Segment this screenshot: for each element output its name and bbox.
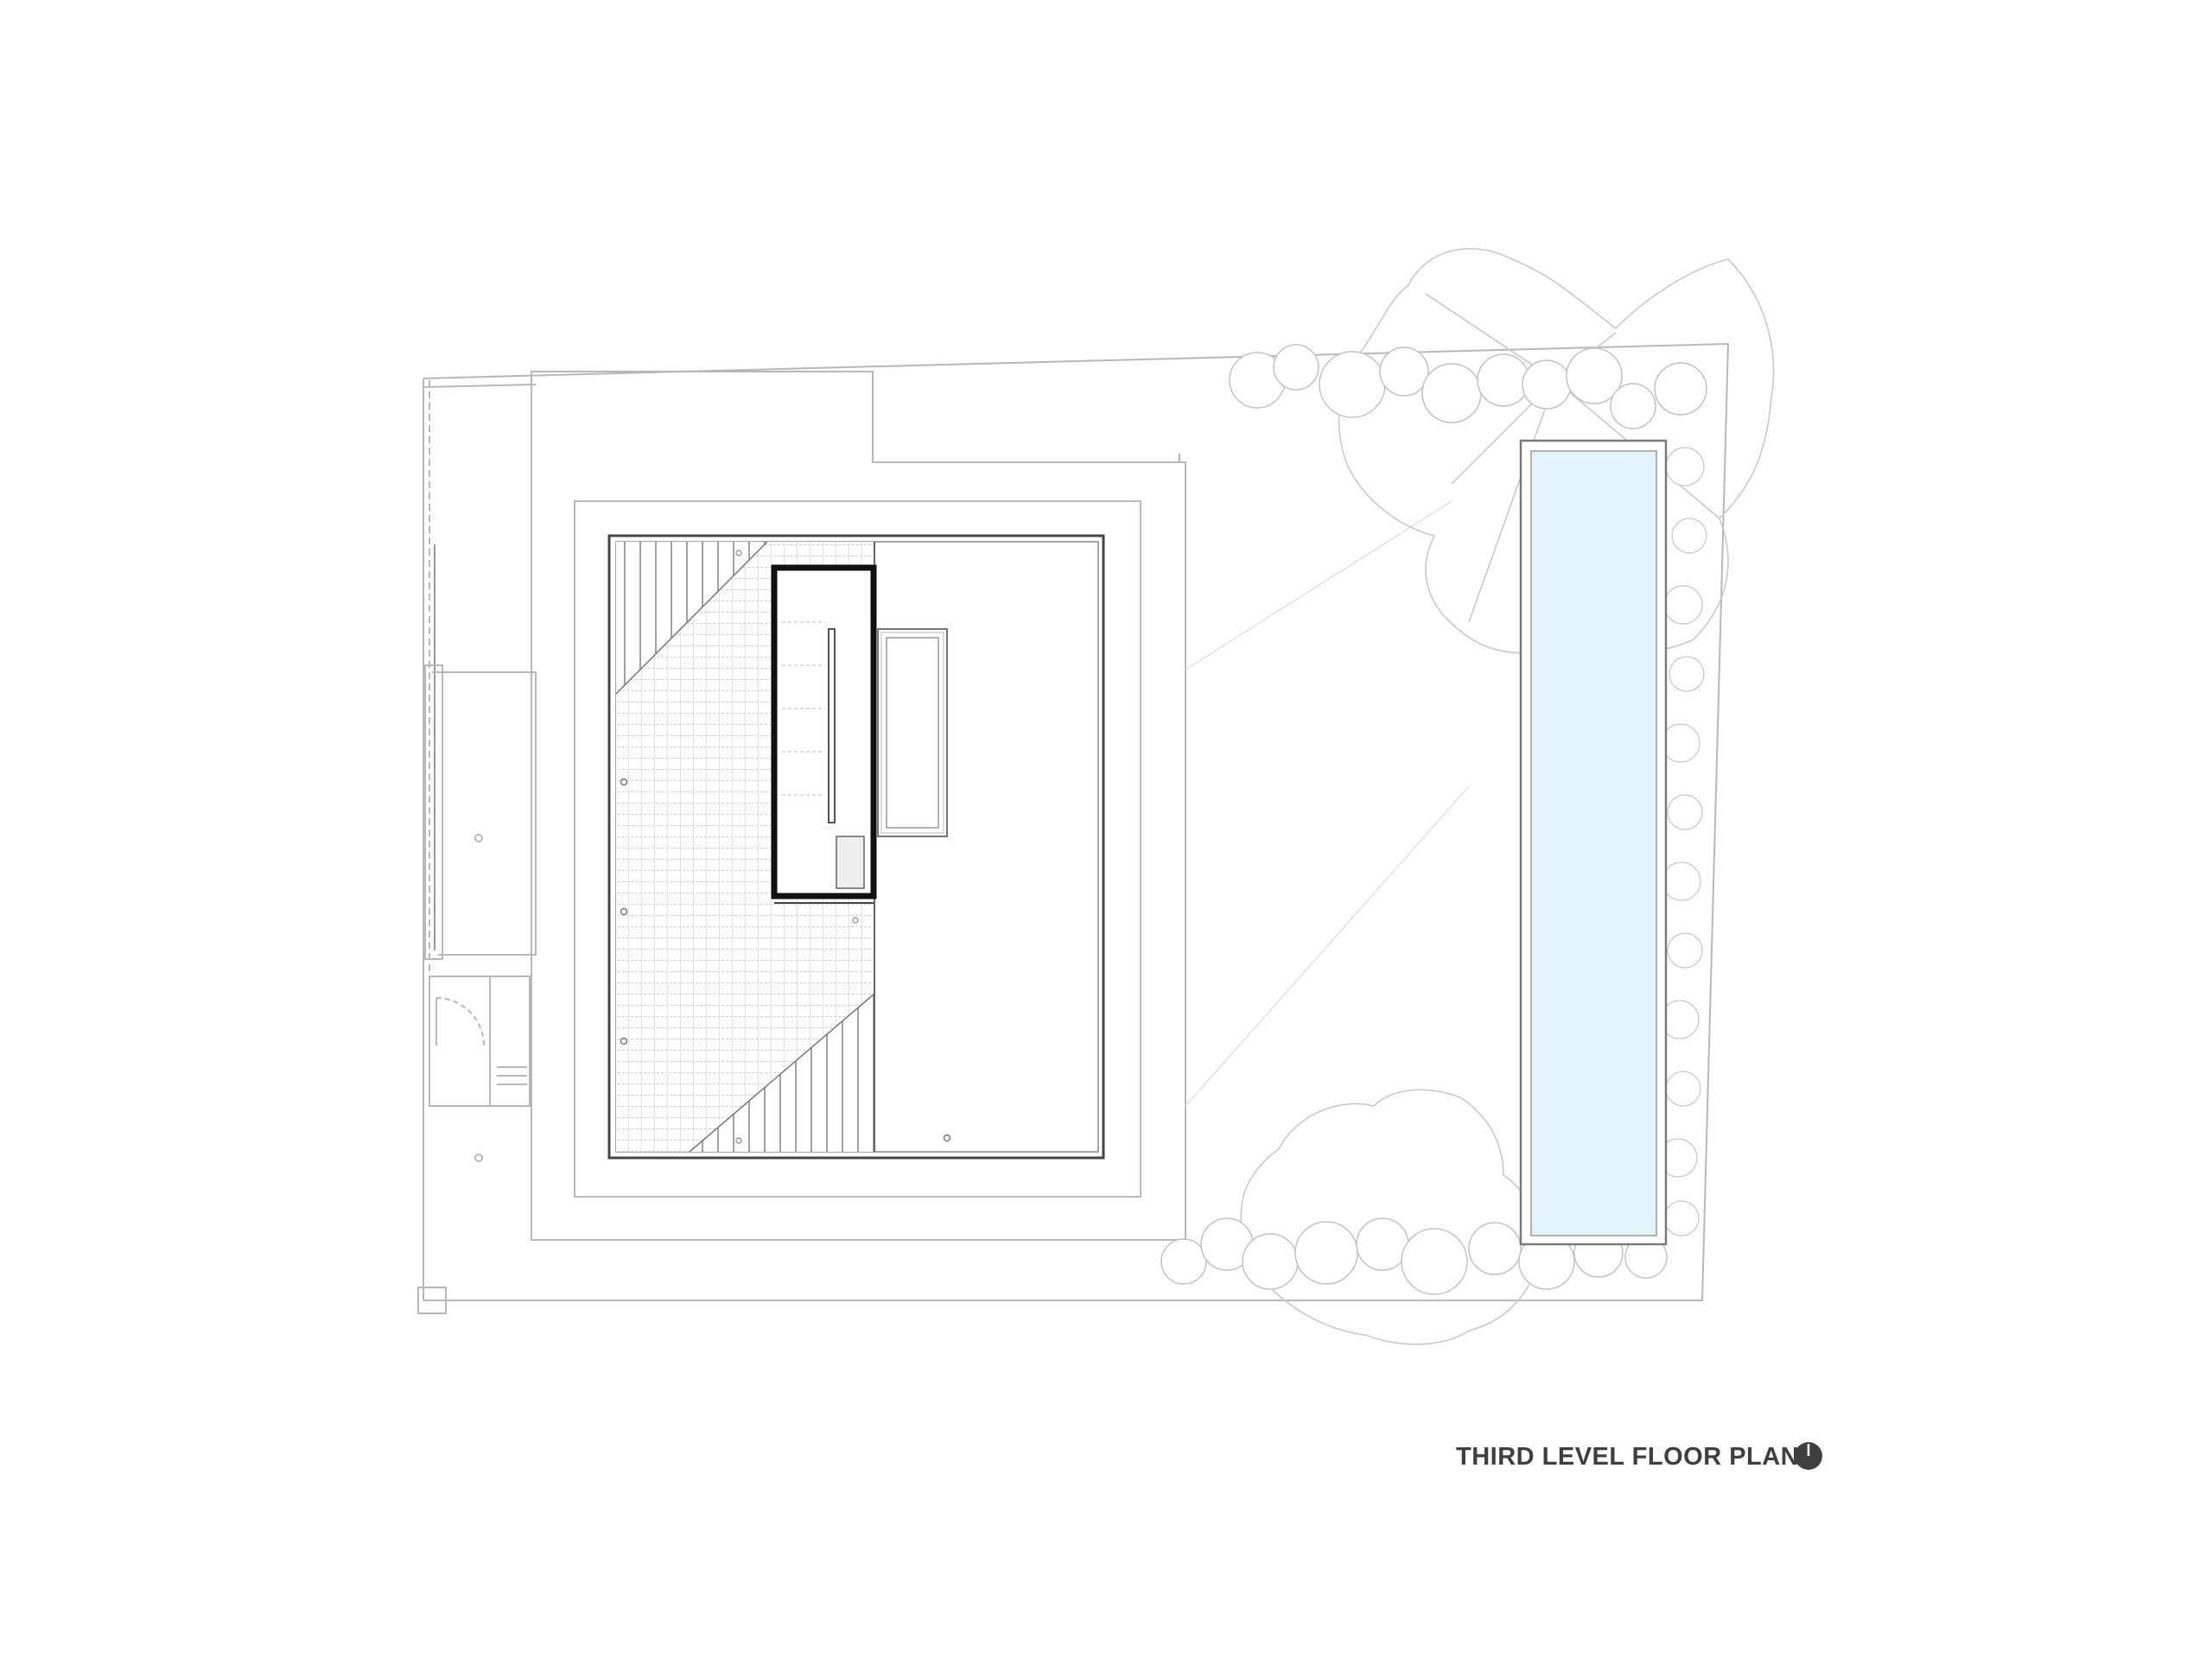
west-circulation-strip	[417, 380, 537, 1314]
site-setting-lines	[1185, 500, 1470, 1107]
shrub-cluster-north	[1229, 344, 1707, 429]
roof-skylight	[877, 628, 948, 837]
planting-strip-east	[1658, 447, 1707, 1236]
stair-core	[771, 564, 877, 904]
site-boundary	[423, 342, 1730, 1301]
tree-canopy-south	[1240, 1089, 1541, 1345]
north-arrow-icon	[1795, 1442, 1822, 1470]
swimming-pool	[1519, 439, 1668, 1246]
drawing-title: THIRD LEVEL FLOOR PLAN	[1456, 1443, 1800, 1471]
roof-terrace-outline	[531, 371, 1186, 1241]
